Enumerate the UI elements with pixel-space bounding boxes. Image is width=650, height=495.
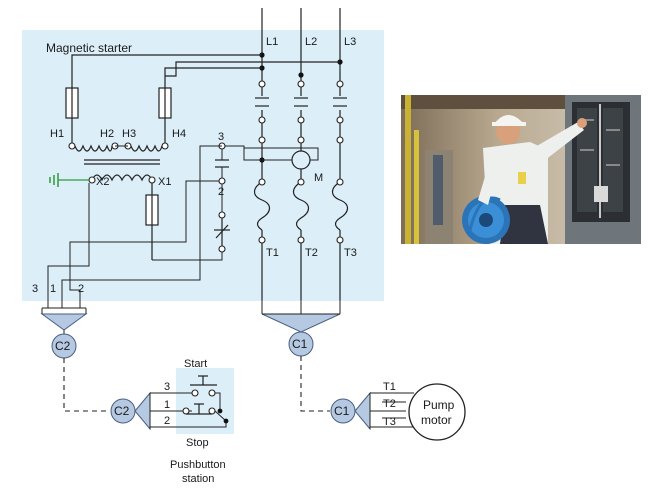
pushbutton-connector-c2 [110,391,151,431]
transformer-label-h1: H1 [50,128,64,140]
line-label-l1: L1 [266,36,278,48]
pb-wire-label-1: 1 [164,399,170,411]
transformer-label-h3: H3 [122,128,136,140]
terminal-label-t3: T3 [344,247,357,259]
wire-label-3: 3 [32,283,38,295]
connector-label-c2-top: C2 [55,339,71,353]
line-label-l3: L3 [344,36,356,48]
wire-label-1: 1 [50,283,56,295]
stop-button-label: Stop [186,437,209,449]
aux-label-2: 2 [218,186,224,198]
magnetic-starter-enclosure [22,30,384,301]
transformer-label-x1: X1 [158,176,171,188]
ground-icon [49,173,89,187]
transformer-label-h4: H4 [172,128,186,140]
pb-wire-label-2: 2 [164,415,170,427]
transformer-label-x2: X2 [96,176,109,188]
terminal-label-t1: T1 [266,247,279,259]
main-contacts [255,96,347,110]
electrician-at-panel-photo [401,95,641,244]
transformer-label-h2: H2 [100,128,114,140]
pushbutton-station-label-line1: Pushbutton [170,459,226,471]
pump-motor-label-line1: Pump [423,398,455,412]
connector-label-c2-bottom: C2 [114,404,130,418]
pump-motor-label-line2: motor [421,413,452,427]
wire-label-2: 2 [78,283,84,295]
overload-heaters [253,180,349,231]
motor-cable-run [300,356,330,412]
control-circuit [47,142,319,308]
motor-cable-connector-c1 [261,300,341,357]
motor-terminal-label-t2: T2 [383,398,396,410]
control-cable-connector-c2 [40,307,88,359]
pushbutton-station-enclosure [176,368,234,434]
motor-connector-c1 [330,391,414,431]
control-transformer [65,54,340,260]
terminal-label-t2: T2 [305,247,318,259]
pushbutton-wiring [150,375,229,428]
connector-label-c1-top: C1 [292,337,308,351]
pushbutton-station-label-line2: station [182,473,214,485]
motor-terminal-label-t1: T1 [383,381,396,393]
magnetic-starter-label: Magnetic starter [46,41,132,55]
terminal-nodes [258,80,344,244]
line-label-l2: L2 [305,36,317,48]
contactor-coil [291,150,311,170]
pb-wire-label-3: 3 [164,381,170,393]
connector-label-c1-bottom: C1 [334,404,350,418]
pump-motor-symbol [408,383,466,441]
aux-label-3: 3 [218,131,224,143]
motor-terminal-label-t3: T3 [383,416,396,428]
coil-label-m: M [314,172,323,184]
control-cable-run [63,358,110,412]
start-button-label: Start [184,358,207,370]
